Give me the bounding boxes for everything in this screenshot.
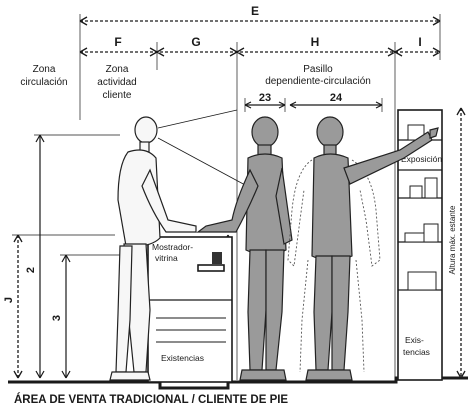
client-figure [109,116,197,381]
shelf-height-label: Altura máx. estante [448,205,457,274]
attendant-figure-front [196,116,293,381]
dimension-3-left: 3 [51,254,160,379]
stock-left-label: Existencias [161,353,204,363]
counter-label-line2: vitrina [155,253,178,263]
dimension-3-left-label: 3 [51,315,63,321]
sight-lines [157,109,248,187]
dimension-row-fghi: F G H I [79,35,441,57]
dimension-e-label: E [251,4,259,18]
dimension-24: 24 [289,92,383,112]
zone-aisle-line2: dependiente-circulación [265,76,371,87]
dimension-g-label: G [191,35,200,49]
dimension-i-label: I [418,35,421,49]
zone-client-line3: cliente [103,90,132,101]
dimension-f-label: F [114,35,121,49]
stock-right-label-line2: tencias [403,347,430,357]
dimension-h-label: H [311,35,320,49]
dimension-24-label: 24 [330,92,343,104]
stock-right-label-line1: Exis- [405,335,424,345]
display-counter: Mostrador- vitrina Existencias [147,236,233,383]
zone-aisle-line1: Pasillo [303,64,333,75]
display-shelf-label: Exposición [401,154,442,164]
dimension-j-label: J [3,297,15,303]
zone-circulation-line1: Zona [33,64,56,75]
dimension-shelf-height: Altura máx. estante [448,107,466,379]
zone-client-line1: Zona [106,64,129,75]
dimension-e: E [79,4,441,26]
zone-labels: Zona circulación Zona actividad cliente … [20,64,370,101]
attendant-figure-side [287,116,439,381]
zone-client-line2: actividad [97,77,136,88]
dimension-2-label: 2 [25,267,37,273]
dimension-j: J [3,234,115,379]
counter-label-line1: Mostrador- [152,242,193,252]
dimension-2: 2 [25,134,120,379]
diagram-caption: ÁREA DE VENTA TRADICIONAL / CLIENTE DE P… [14,393,288,406]
dimension-23: 23 [244,92,286,112]
dimension-23-label: 23 [259,92,271,104]
zone-circulation-line2: circulación [20,77,67,88]
